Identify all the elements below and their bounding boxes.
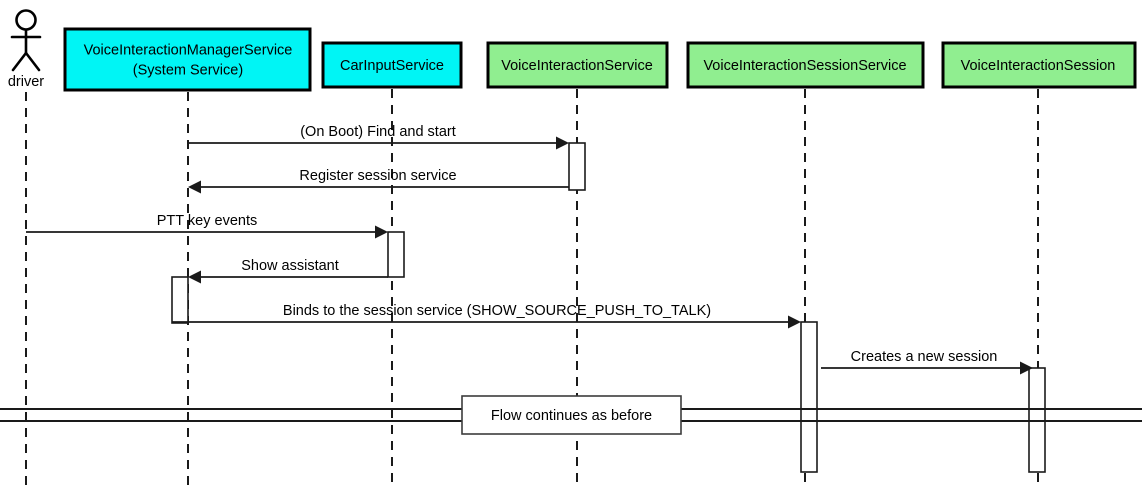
participant-label-vises: VoiceInteractionSession: [961, 58, 1116, 74]
msg-binds-session-service-label: Binds to the session service (SHOW_SOURC…: [283, 303, 711, 319]
divider-box: [461, 395, 682, 435]
participant-cis[interactable]: CarInputService: [321, 41, 463, 89]
msg-find-and-start-label: (On Boot) Find and start: [300, 124, 456, 140]
participant-vims[interactable]: VoiceInteractionManagerService (System Se…: [63, 27, 312, 92]
msg-creates-new-session: Creates a new session: [821, 349, 1033, 375]
participant-label-viss: VoiceInteractionSessionService: [703, 58, 906, 74]
participant-label-cis: CarInputService: [340, 58, 444, 74]
participant-label-vims: VoiceInteractionManagerService: [84, 42, 293, 58]
participant-label-vis: VoiceInteractionService: [501, 58, 653, 74]
participant-viss[interactable]: VoiceInteractionSessionService: [686, 41, 925, 89]
msg-ptt-key-events-label: PTT key events: [157, 213, 257, 229]
actor-label-driver: driver: [8, 74, 44, 90]
msg-find-and-start: (On Boot) Find and start: [188, 124, 569, 150]
msg-ptt-key-events: PTT key events: [26, 213, 388, 239]
msg-show-assistant-arrowhead-icon: [188, 270, 201, 284]
msg-show-assistant: Show assistant: [188, 258, 388, 284]
participant-vises[interactable]: VoiceInteractionSession: [941, 41, 1137, 89]
participant-sublabel-vims: (System Service): [133, 62, 243, 78]
msg-register-session-service: Register session service: [188, 168, 569, 194]
msg-binds-session-service: Binds to the session service (SHOW_SOURC…: [172, 303, 801, 329]
participant-box-vises[interactable]: [941, 41, 1137, 89]
msg-register-session-service-arrowhead-icon: [188, 180, 201, 194]
flow-divider-layer: Flow continues as before: [0, 395, 1142, 435]
actor-leg-left: [11, 51, 28, 72]
activation-vims: [171, 276, 189, 324]
participant-box-cis[interactable]: [321, 41, 463, 89]
msg-creates-new-session-arrowhead-icon: [1020, 361, 1033, 375]
participant-box-vims[interactable]: [63, 27, 312, 92]
participant-box-vis[interactable]: [486, 41, 669, 89]
actor-head-icon: [15, 9, 37, 31]
msg-register-session-service-label: Register session service: [299, 168, 456, 184]
actor-leg-right: [24, 51, 41, 72]
msg-show-assistant-label: Show assistant: [241, 258, 339, 274]
activation-cis: [387, 231, 405, 278]
activation-vis: [568, 142, 586, 191]
msg-creates-new-session-label: Creates a new session: [851, 349, 998, 365]
participant-boxes-layer: driver VoiceInteractionManagerService (Sys…: [8, 9, 1137, 92]
participant-vis[interactable]: VoiceInteractionService: [486, 41, 669, 89]
divider-label-text: Flow continues as before: [491, 408, 652, 424]
participant-box-viss[interactable]: [686, 41, 925, 89]
activation-bars-layer: [171, 142, 1046, 473]
msg-find-and-start-arrowhead-icon: [556, 136, 569, 150]
driver-actor: driver: [8, 9, 44, 90]
msg-binds-session-service-arrowhead-icon: [788, 315, 801, 329]
activation-viss: [800, 321, 818, 473]
msg-ptt-key-events-arrowhead-icon: [375, 225, 388, 239]
